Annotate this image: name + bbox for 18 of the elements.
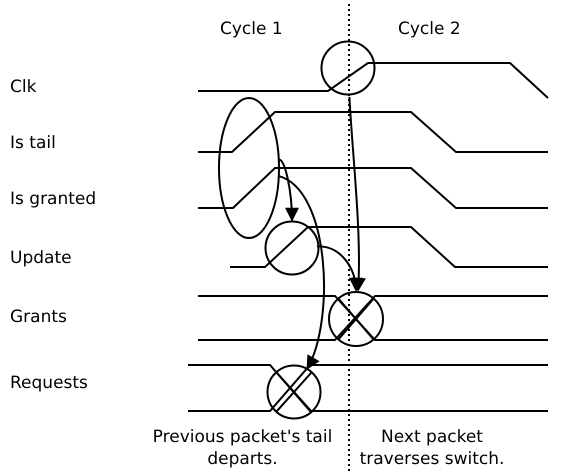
signal-name: Grants — [10, 306, 67, 328]
signal-name: Is granted — [10, 188, 96, 210]
annotation-text: Previous packet's tail departs. — [152, 426, 334, 470]
crossed-circle-marker — [266, 364, 322, 420]
signal-name: Clk — [10, 76, 36, 98]
signal-name: Is tail — [10, 132, 56, 154]
signal-name: Requests — [10, 372, 88, 394]
annotation-text: Next packet traverses switch. — [358, 426, 506, 470]
circle-marker — [320, 40, 376, 96]
column-heading: Cycle 2 — [398, 18, 461, 40]
ellipse-marker — [218, 97, 280, 239]
arrow — [278, 175, 325, 370]
arrow — [278, 158, 299, 222]
circle-marker — [264, 220, 320, 276]
crossed-circle-marker — [328, 291, 384, 347]
arrow — [348, 96, 366, 292]
column-heading: Cycle 1 — [220, 18, 283, 40]
signal-name: Update — [10, 247, 72, 269]
